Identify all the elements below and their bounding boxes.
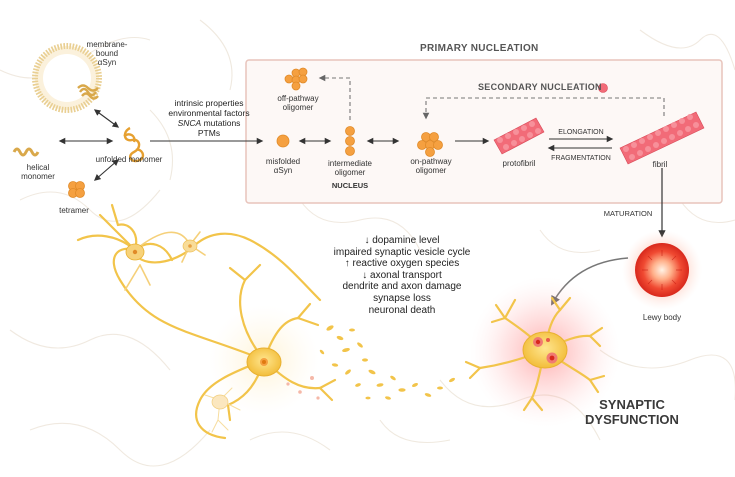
effect-item: impaired synaptic vesicle cycle	[333, 246, 471, 258]
inclusions	[533, 337, 558, 364]
secondary-dot	[598, 83, 608, 93]
misfolded-shape	[276, 134, 290, 148]
fragments	[286, 325, 455, 400]
factor-environmental: environmental factors	[168, 108, 250, 118]
elongation-label: ELONGATION	[558, 129, 604, 136]
unfolded-monomer-label: unfolded monomer	[95, 155, 163, 164]
lewy-body-label: Lewy body	[642, 313, 682, 322]
factor-snca-gene: SNCA	[177, 118, 202, 128]
protofibril-label: protofibril	[502, 159, 536, 168]
lewy-body-shape	[622, 230, 702, 310]
factor-intrinsic: intrinsic properties	[174, 98, 244, 108]
effect-item: neuronal death	[368, 304, 436, 316]
maturation-label: MATURATION	[603, 209, 653, 218]
helical-monomer-shape	[12, 147, 40, 157]
fragmentation-label: FRAGMENTATION	[551, 155, 611, 162]
tetramer-label: tetramer	[59, 206, 89, 215]
soma-small	[211, 394, 229, 410]
secondary-nucleation-title: SECONDARY NUCLEATION	[478, 82, 602, 92]
primary-nucleation-title: PRIMARY NUCLEATION	[420, 43, 539, 54]
effect-item: ↓ axonal transport	[362, 269, 442, 281]
factor-snca: SNCA mutations	[150, 118, 268, 128]
on-pathway-shape	[417, 132, 443, 157]
effect-item: ↑ reactive oxygen species	[344, 258, 460, 270]
nucleation-box	[245, 59, 723, 204]
unfolded-monomer-shape	[123, 126, 145, 163]
intermediate-shape	[345, 126, 355, 156]
membrane-vesicle	[32, 43, 102, 113]
effects-list: ↓ dopamine level impaired synaptic vesic…	[287, 235, 517, 316]
effect-item: ↓ dopamine level	[364, 235, 440, 246]
factor-snca-rest: mutations	[201, 118, 241, 128]
tetramer-shape	[68, 181, 85, 198]
background-texture	[0, 19, 735, 467]
factor-ptms: PTMs	[197, 128, 221, 138]
protofibril-shape	[493, 117, 545, 155]
effect-item: dendrite and axon damage	[342, 281, 462, 293]
fibril-shape	[619, 111, 705, 165]
effect-item: synapse loss	[373, 292, 431, 304]
off-pathway-shape	[284, 67, 308, 91]
fibril-label: fibril	[652, 160, 668, 169]
nucleus-label: NUCLEUS	[331, 181, 369, 190]
factors-list: intrinsic properties environmental facto…	[150, 98, 268, 138]
